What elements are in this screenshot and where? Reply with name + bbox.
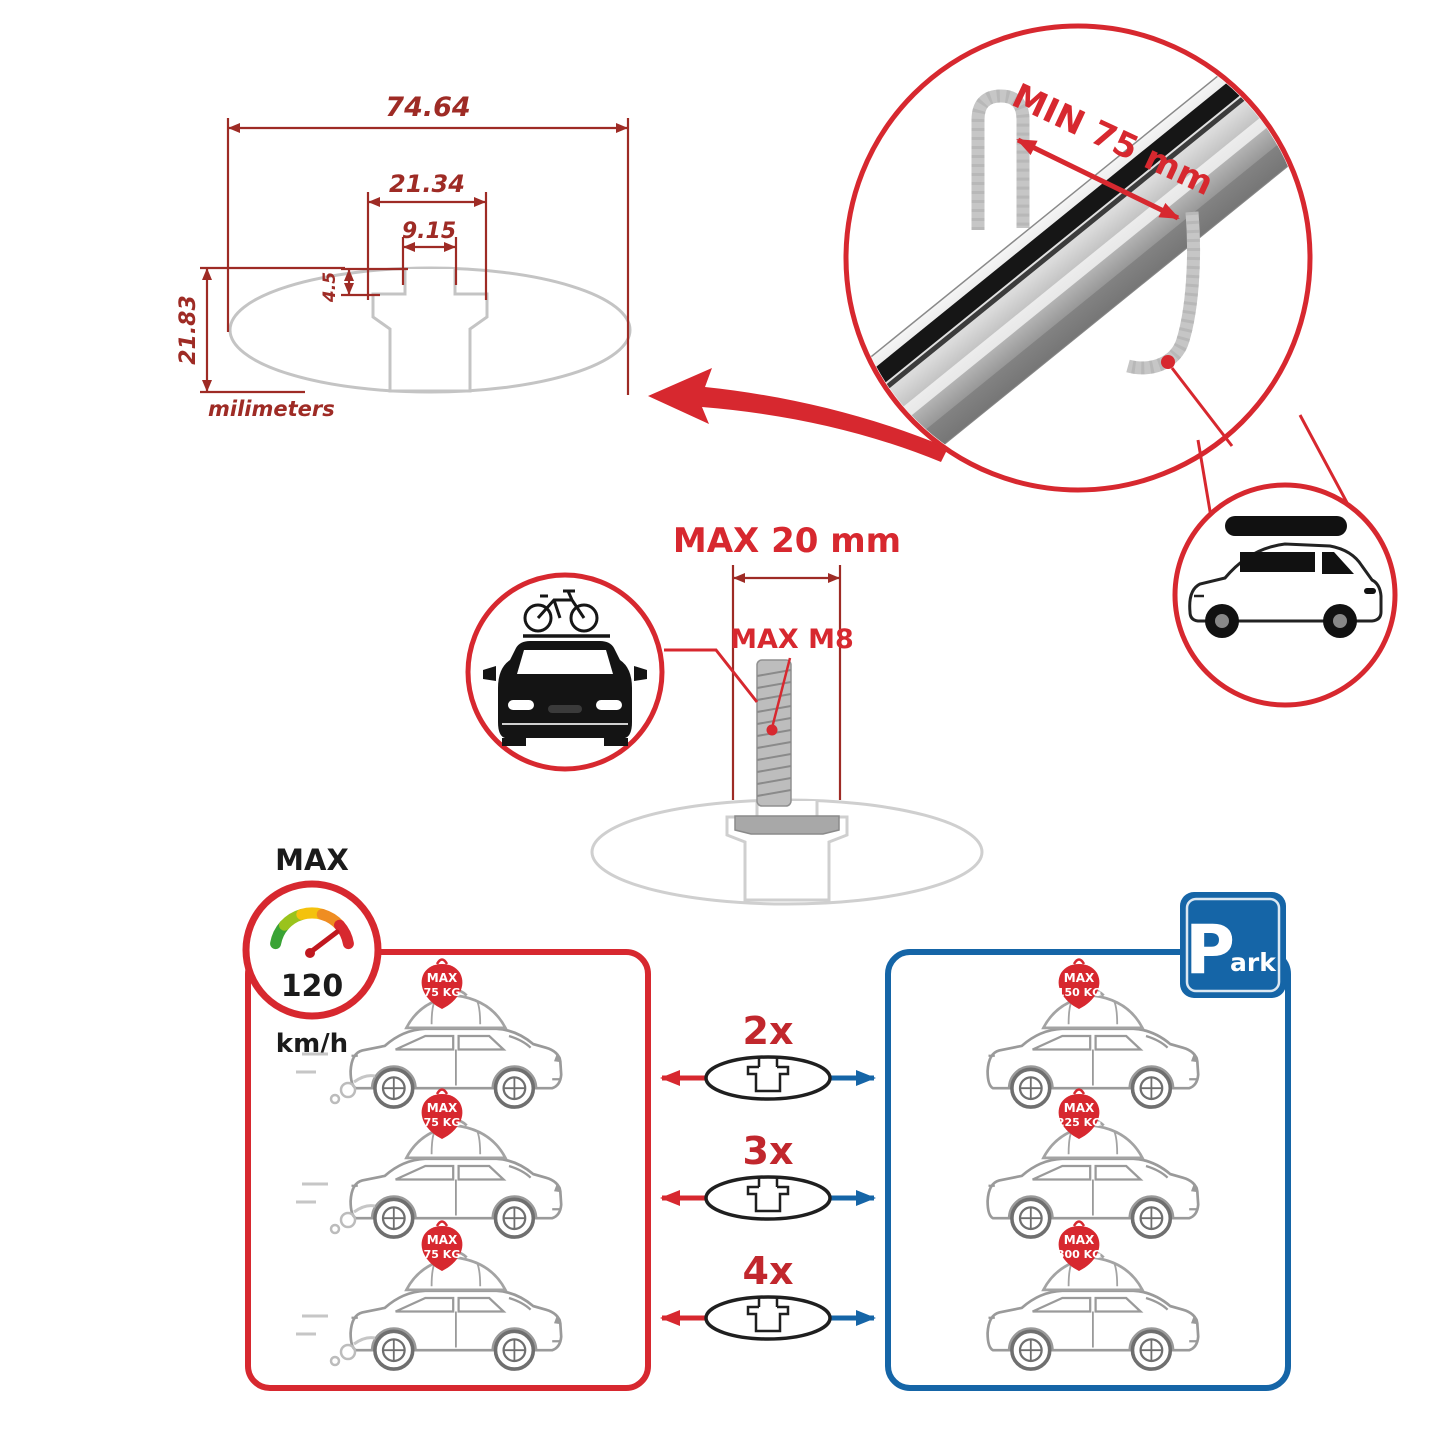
load-badge: MAX 300 KG [1057,1220,1101,1271]
windshield [1322,552,1354,574]
svg-text:MAX: MAX [1064,1101,1095,1115]
bolt-detail-section: MAX 20 mm MAX M8 [465,521,984,906]
headlight [1364,588,1376,594]
clamp-ribs-rear [971,89,1030,230]
park-suffix: ark [1230,948,1277,977]
car-bike-view [465,572,665,772]
svg-text:225 KG: 225 KG [1057,1116,1101,1129]
headlight-right [596,700,622,710]
svg-text:75 KG: 75 KG [424,986,461,999]
load-badges: MAX 75 KG MAX 75 KG MAX 75 KG MAX 150 KG… [421,958,1101,1271]
crossbar-icon [704,1295,832,1341]
load-badge: MAX 150 KG [1057,958,1101,1009]
svg-text:MAX: MAX [427,971,458,985]
bar-count: 4x [743,1249,794,1293]
car-windshield [517,650,613,674]
bar-detail-view: MIN 75 mm [843,23,1313,493]
parked-cars [985,988,1200,1371]
dim-height: 21.83 [176,295,201,365]
max-thread-label: MAX M8 [730,624,854,655]
bolt-dimension-lines [731,565,842,800]
circle-connector-lines [1170,367,1354,524]
park-sign-panel [1180,892,1286,998]
park-letter: P [1185,911,1235,990]
side-windows [1240,552,1315,572]
dimension-lines [200,118,630,395]
bike-icon [523,589,610,638]
bolt-t-head [734,815,840,835]
dim-total-width: 74.64 [385,92,470,123]
speed-value: 120 [281,969,344,1004]
load-badge: MAX 75 KG [421,1220,463,1271]
pointer-arrow [648,368,948,462]
svg-text:MAX: MAX [1064,1233,1095,1247]
cross-section-diagram: 74.64 21.34 9.15 4.5 21.83 milimeters [176,92,632,421]
max-width-label: MAX 20 mm [673,521,901,561]
svg-text:150 KG: 150 KG [1057,986,1101,999]
roof-box [1225,516,1347,536]
svg-text:MAX: MAX [427,1101,458,1115]
svg-text:MAX: MAX [1064,971,1095,985]
bar-count: 2x [743,1009,794,1053]
crossbar-icon [704,1175,832,1221]
gauge-arcs [270,907,354,950]
svg-text:75 KG: 75 KG [424,1248,461,1261]
unit-label: milimeters [208,397,335,421]
load-badge: MAX 75 KG [421,958,463,1009]
callout-dot [1161,355,1175,369]
dim-slot-depth: 4.5 [320,272,340,303]
speed-limit-badge: 120 MAX km/h [242,843,382,1059]
bar-count-rows: 2x 3x 4x [660,1009,876,1341]
svg-text:75 KG: 75 KG [424,1116,461,1129]
dim-slot-outer: 21.34 [389,170,465,198]
bar-count: 3x [743,1129,794,1173]
thread-dot [766,724,778,736]
crossbar-icon [704,1055,832,1101]
park-sign: P ark [1180,892,1286,998]
thread-leader-line [770,657,792,729]
dim-slot-inner: 9.15 [402,219,456,244]
bike-circle-leader [664,648,759,703]
clamp-ribs-front [1126,211,1201,375]
min-clamp-arrow [1016,137,1180,221]
load-badge: MAX 75 KG [421,1088,463,1139]
car-roofbox-view [1172,482,1398,708]
svg-text:MAX: MAX [427,1233,458,1247]
load-badge: MAX 225 KG [1057,1088,1101,1139]
svg-text:300 KG: 300 KG [1057,1248,1101,1261]
speed-max-label: MAX [275,843,349,877]
detail-circle-outline [843,23,1313,493]
headlight-left [508,700,534,710]
